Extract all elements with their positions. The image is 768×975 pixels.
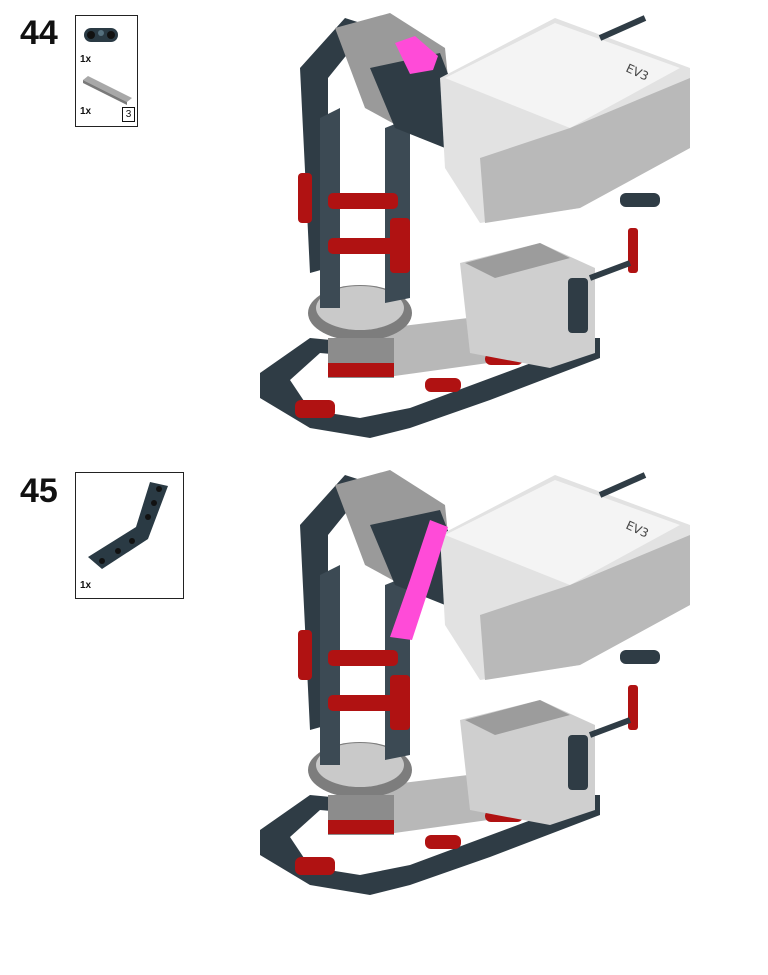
step-number: 44 [20, 14, 58, 52]
axle-icon [83, 76, 132, 105]
part-quantity: 1x [80, 580, 92, 591]
parts-callout: 1x [75, 472, 184, 599]
step-number: 45 [20, 472, 58, 510]
assembly-model-step-45: EV3 [260, 470, 690, 895]
parts-callout: 1x 1x 3 [75, 15, 138, 127]
part-quantity: 1x [80, 54, 92, 65]
part-quantity: 1x [80, 106, 92, 117]
assembly-model-step-44: EV3 [260, 13, 690, 438]
length-badge: 3 [122, 107, 135, 122]
connector-peg-block-icon [84, 28, 118, 42]
angled-beam-icon [88, 482, 168, 569]
